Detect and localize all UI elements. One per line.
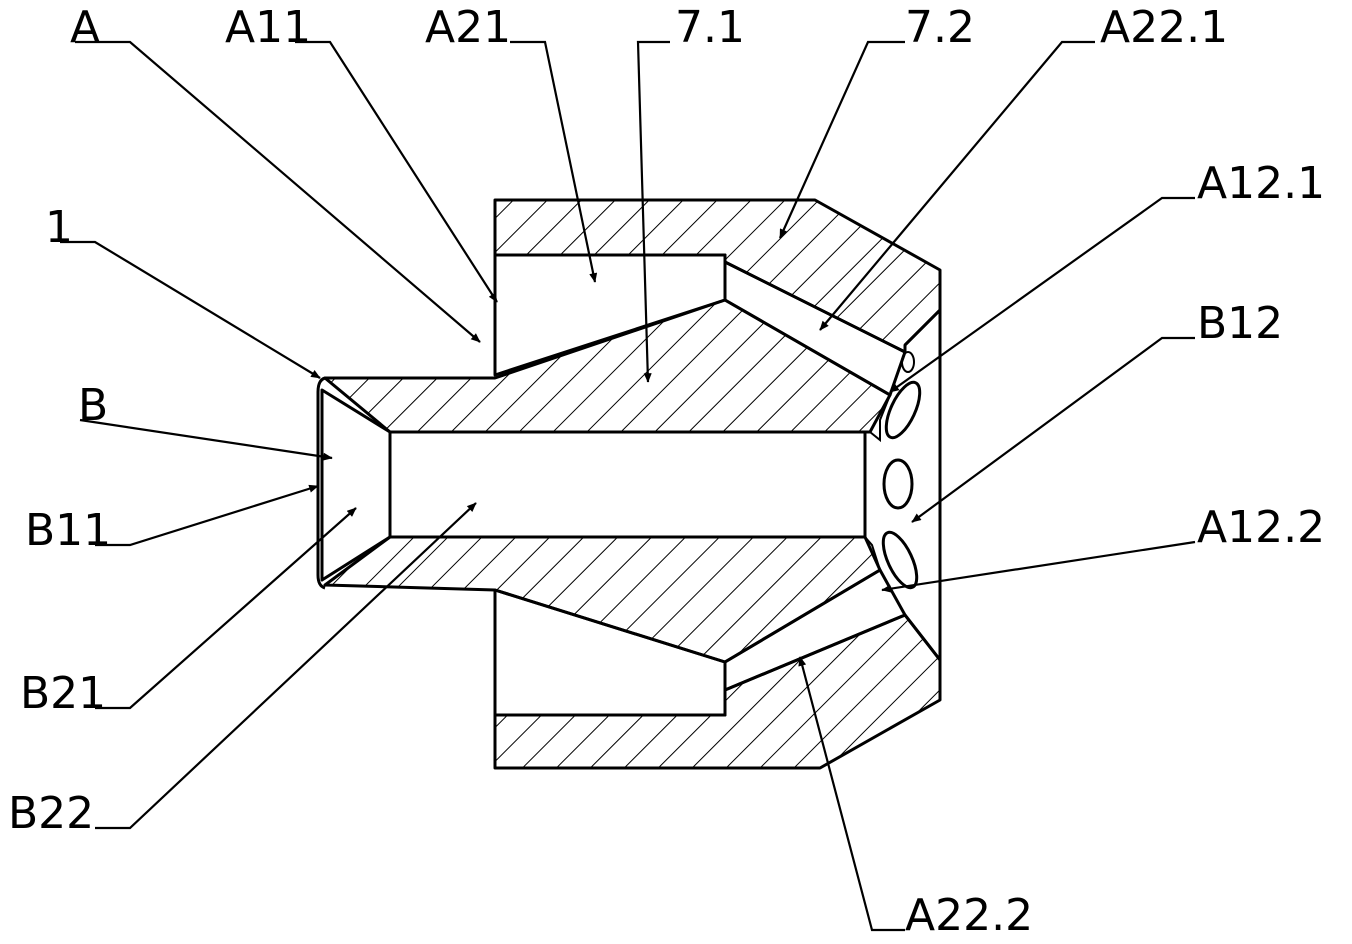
inlet-face-b11 (316, 376, 326, 590)
label-a11: A11 (225, 2, 311, 53)
upper-small-orifice (901, 351, 915, 373)
label-a21: A21 (425, 2, 511, 53)
label-b22: B22 (8, 788, 94, 839)
central-bore-b22 (388, 430, 867, 539)
label-a12-1: A12.1 (1197, 158, 1325, 209)
label-1: 1 (45, 202, 73, 253)
label-b12: B12 (1197, 298, 1283, 349)
label-a22-1: A22.1 (1100, 2, 1228, 53)
label-b11: B11 (25, 505, 111, 556)
label-a12-2: A12.2 (1197, 502, 1325, 553)
upper-orifice (884, 380, 922, 440)
leader-lines (60, 40, 1196, 932)
label-b: B (78, 380, 108, 431)
conical-inlet-b21 (320, 388, 392, 582)
nozzle-face-b12 (903, 308, 942, 662)
label-b21: B21 (20, 668, 106, 719)
inner-core-lower (323, 535, 882, 664)
nozzle-face-inner-edge (864, 394, 891, 571)
center-orifice (882, 458, 914, 510)
label-a: A (70, 2, 100, 53)
label-7-2: 7.2 (905, 2, 975, 53)
label-a22-2: A22.2 (905, 890, 1033, 941)
inner-core-upper (323, 298, 892, 434)
lower-orifice (881, 530, 919, 590)
label-7-1: 7.1 (675, 2, 745, 53)
